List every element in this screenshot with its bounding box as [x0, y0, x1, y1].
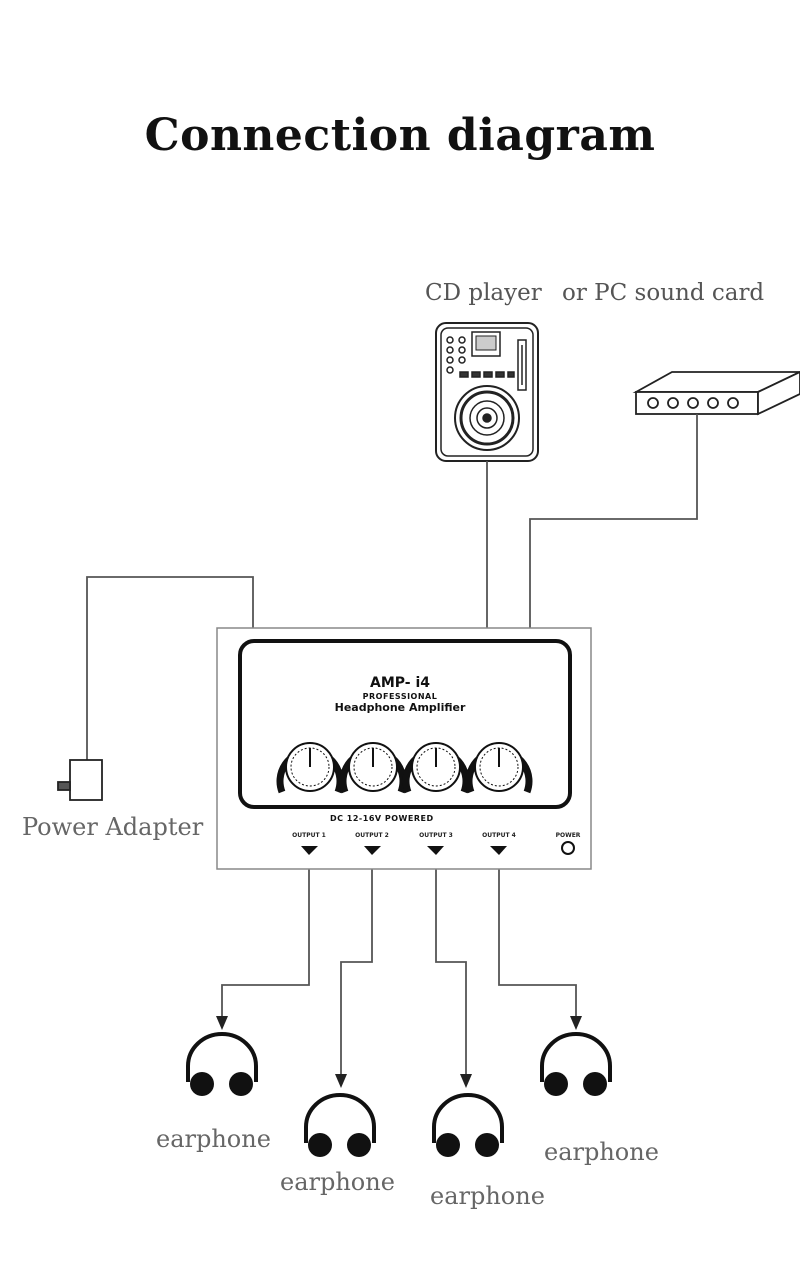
diagram-title: Connection diagram [144, 110, 656, 161]
output-1-label: OUTPUT 1 [292, 832, 326, 839]
amp-subtitle-label: PROFESSIONAL [362, 692, 438, 701]
output-jacks [301, 846, 507, 855]
knob-4 [465, 742, 533, 794]
connection-lines [86, 414, 698, 1076]
amp-dc-label: DC 12-16V POWERED [330, 814, 434, 823]
volume-knobs [276, 742, 533, 794]
earphone-icon-1 [186, 1032, 258, 1096]
cd-player-icon [435, 322, 539, 462]
power-adapter-icon [57, 759, 103, 801]
pc-sound-card-icon [632, 371, 800, 416]
amp-name-label: Headphone Amplifier [334, 701, 466, 714]
power-label: POWER [555, 832, 581, 839]
earphone-label-3: earphone [430, 1182, 545, 1210]
earphone-icon-2 [304, 1093, 376, 1157]
pc-sound-card-label: or PC sound card [562, 280, 765, 306]
power-led [561, 841, 575, 855]
earphone-label-1: earphone [156, 1125, 271, 1153]
power-adapter-label: Power Adapter [22, 813, 204, 841]
output-arrows [216, 1016, 582, 1088]
knob-2 [339, 742, 407, 794]
output-4-label: OUTPUT 4 [482, 832, 516, 839]
output-2-label: OUTPUT 2 [355, 832, 389, 839]
earphone-icon-4 [540, 1032, 612, 1096]
earphone-icon-3 [432, 1093, 504, 1157]
amplifier-body [216, 627, 592, 870]
output-3-label: OUTPUT 3 [419, 832, 453, 839]
knob-1 [276, 742, 344, 794]
amp-model-label: AMP- i4 [369, 675, 430, 691]
earphone-label-4: earphone [544, 1138, 659, 1166]
knob-3 [402, 742, 470, 794]
earphone-label-2: earphone [280, 1168, 395, 1196]
cd-player-label: CD player [425, 280, 542, 306]
